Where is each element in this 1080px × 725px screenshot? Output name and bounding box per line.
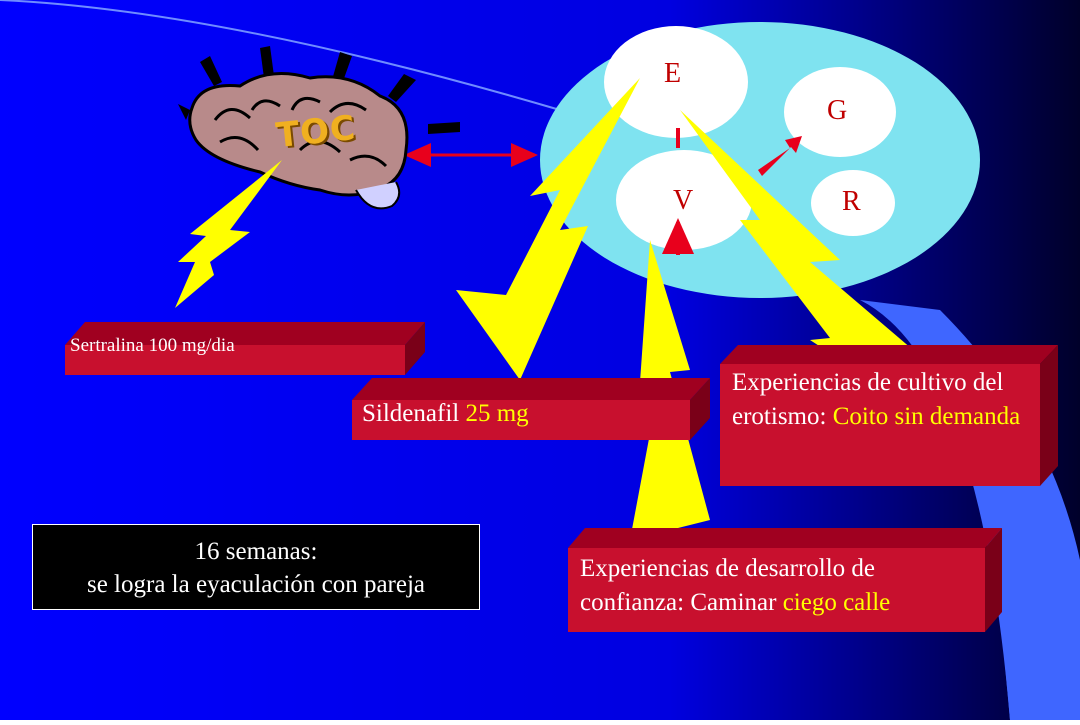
lightning-bolt-sertralina bbox=[175, 160, 282, 308]
box-confianza bbox=[568, 528, 1002, 632]
node-g-circle bbox=[784, 67, 896, 157]
summary-line-2: se logra la eyaculación con pareja bbox=[86, 571, 425, 598]
confianza-text: Experiencias de desarrollo de confianza:… bbox=[580, 555, 876, 616]
cultivo-label: Experiencias de cultivo del erotismo: Co… bbox=[732, 366, 1042, 434]
sildenafil-name: Sildenafil bbox=[362, 400, 460, 427]
box-cultivo bbox=[720, 345, 1058, 486]
cultivo-text: Experiencias de cultivo del erotismo: bbox=[732, 369, 1004, 430]
node-e-label: E bbox=[664, 58, 682, 89]
sildenafil-dose: 25 mg bbox=[465, 400, 529, 427]
node-e-circle bbox=[604, 26, 748, 138]
node-r-label: R bbox=[842, 186, 861, 217]
summary-box: 16 semanas: se logra la eyaculación con … bbox=[32, 524, 480, 610]
node-v-label: V bbox=[673, 185, 694, 216]
arrow-to-g bbox=[758, 136, 802, 176]
confianza-highlight: ciego calle bbox=[782, 589, 891, 616]
box-sildenafil bbox=[352, 378, 710, 440]
decorative-thin-arc bbox=[0, 0, 561, 111]
node-v-circle bbox=[616, 150, 752, 250]
node-r-circle bbox=[811, 170, 895, 236]
diagram-ellipse bbox=[540, 22, 980, 298]
node-g-label: G bbox=[827, 95, 848, 126]
brain-icon bbox=[178, 46, 460, 210]
sertralina-label: Sertralina 100 mg/dia bbox=[70, 335, 235, 356]
confianza-label: Experiencias de desarrollo de confianza:… bbox=[580, 552, 980, 620]
sildenafil-label: Sildenafil 25 mg bbox=[362, 400, 529, 428]
decorative-arc bbox=[860, 300, 1080, 720]
cultivo-highlight: Coito sin demanda bbox=[832, 403, 1021, 430]
lightning-bolt-sildenafil bbox=[456, 78, 640, 380]
summary-line-1: 16 semanas: bbox=[194, 538, 318, 565]
brain-label: TOC bbox=[274, 107, 358, 157]
box-sertralina bbox=[65, 322, 425, 375]
